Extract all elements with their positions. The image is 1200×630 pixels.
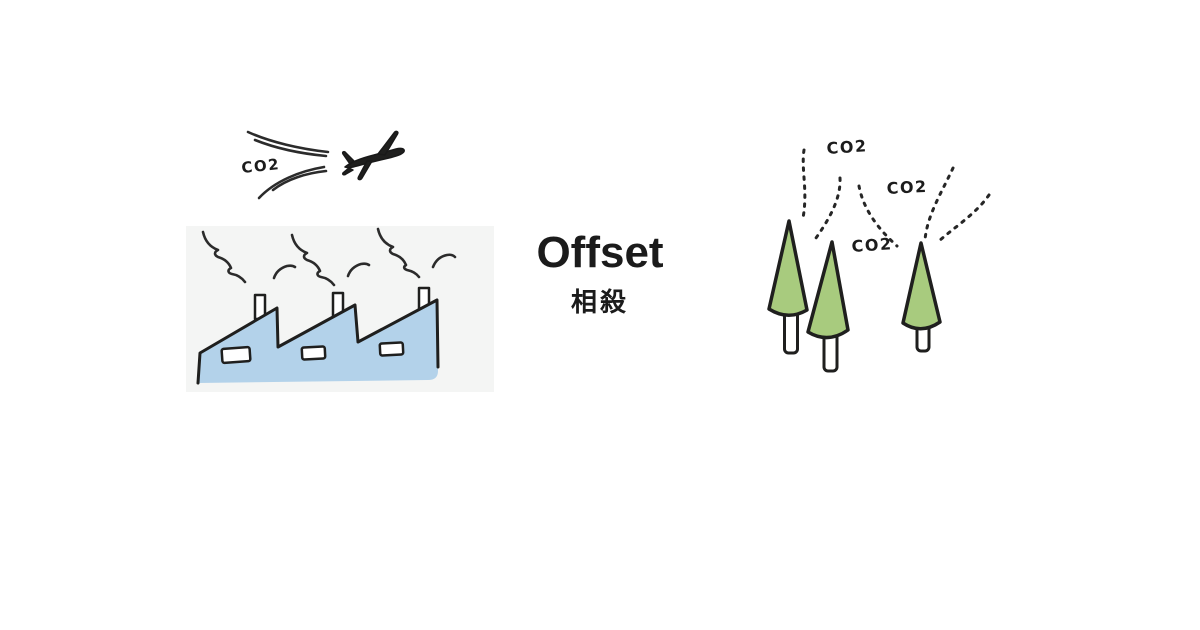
contrail-lines-icon: [246, 130, 330, 200]
title-block: Offset 相殺: [500, 231, 700, 319]
co2-absorption-lines-icon: [801, 148, 991, 248]
airplane-icon: [342, 130, 405, 181]
factory-icon: [196, 286, 440, 385]
page-subtitle: 相殺: [570, 287, 629, 317]
absorption-scene: CO2 CO2 CO2: [767, 136, 991, 373]
tree-icons: [767, 219, 942, 373]
co2-label-plane: CO2: [241, 155, 281, 177]
emissions-scene: CO2: [196, 130, 457, 385]
co2-label-1: CO2: [826, 136, 868, 158]
factory-window-icons: [220, 341, 405, 365]
tree-cone-icons: [767, 219, 942, 340]
smoke-clouds-icon: [201, 227, 457, 287]
page-title: Offset: [536, 228, 664, 277]
co2-label-2: CO2: [886, 177, 928, 198]
co2-label-3: CO2: [851, 234, 893, 256]
